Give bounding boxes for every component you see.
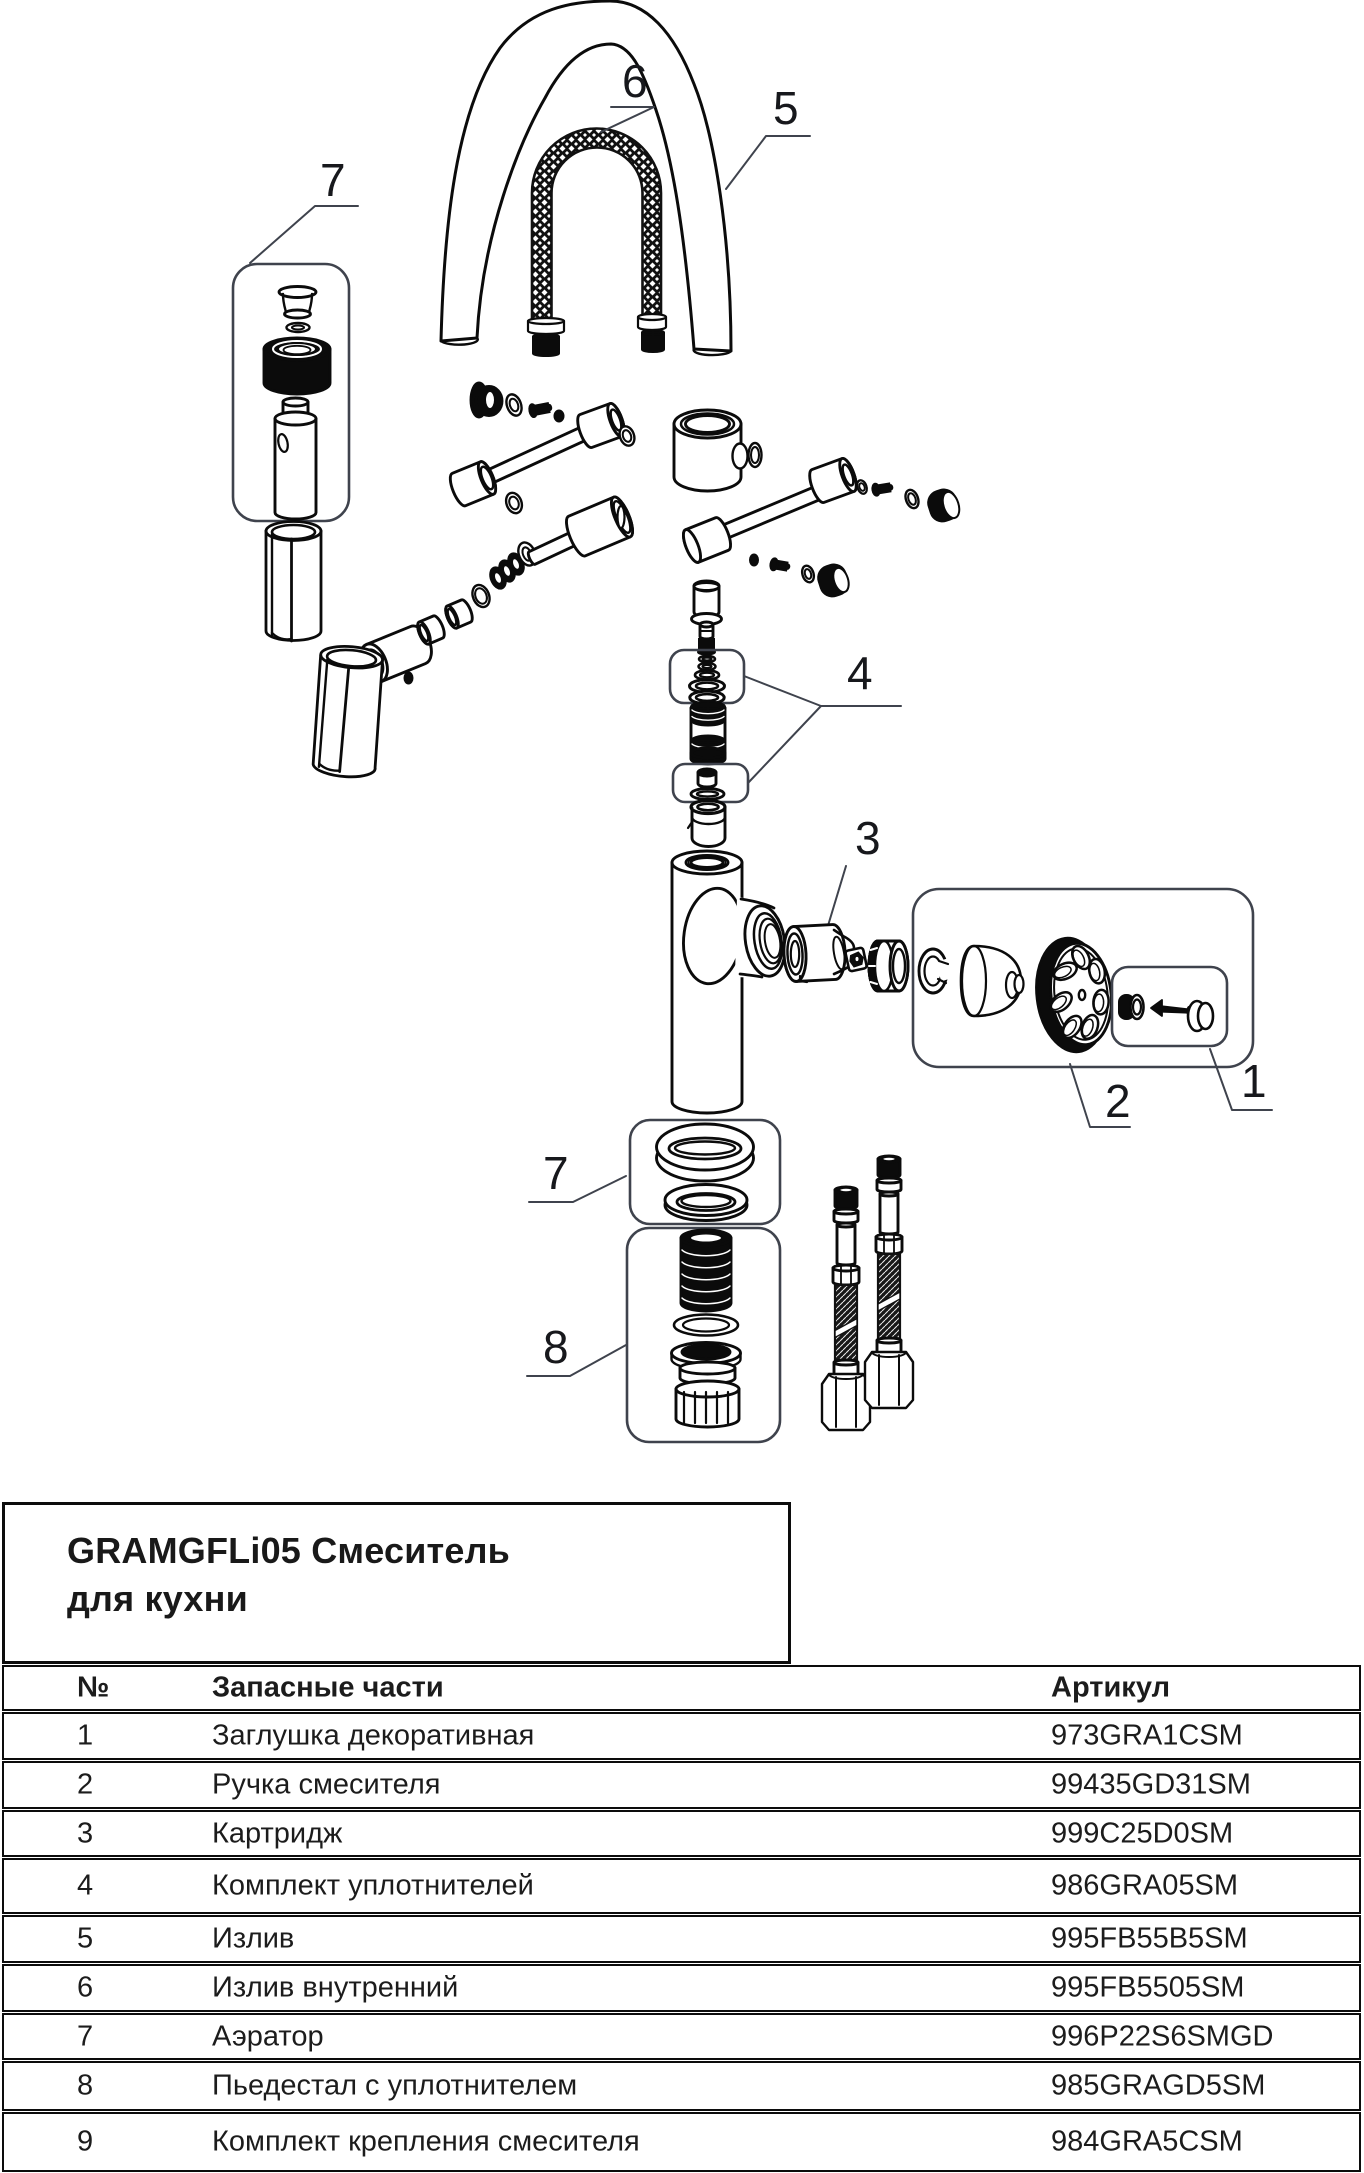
svg-text:7: 7 bbox=[320, 154, 346, 206]
svg-text:2: 2 bbox=[1105, 1075, 1131, 1127]
svg-text:8: 8 bbox=[543, 1321, 569, 1373]
svg-text:4: 4 bbox=[847, 647, 873, 699]
svg-text:1: 1 bbox=[1241, 1055, 1267, 1107]
svg-text:5: 5 bbox=[773, 82, 799, 134]
svg-text:3: 3 bbox=[855, 812, 881, 864]
svg-text:6: 6 bbox=[622, 55, 648, 107]
svg-text:7: 7 bbox=[543, 1147, 569, 1199]
